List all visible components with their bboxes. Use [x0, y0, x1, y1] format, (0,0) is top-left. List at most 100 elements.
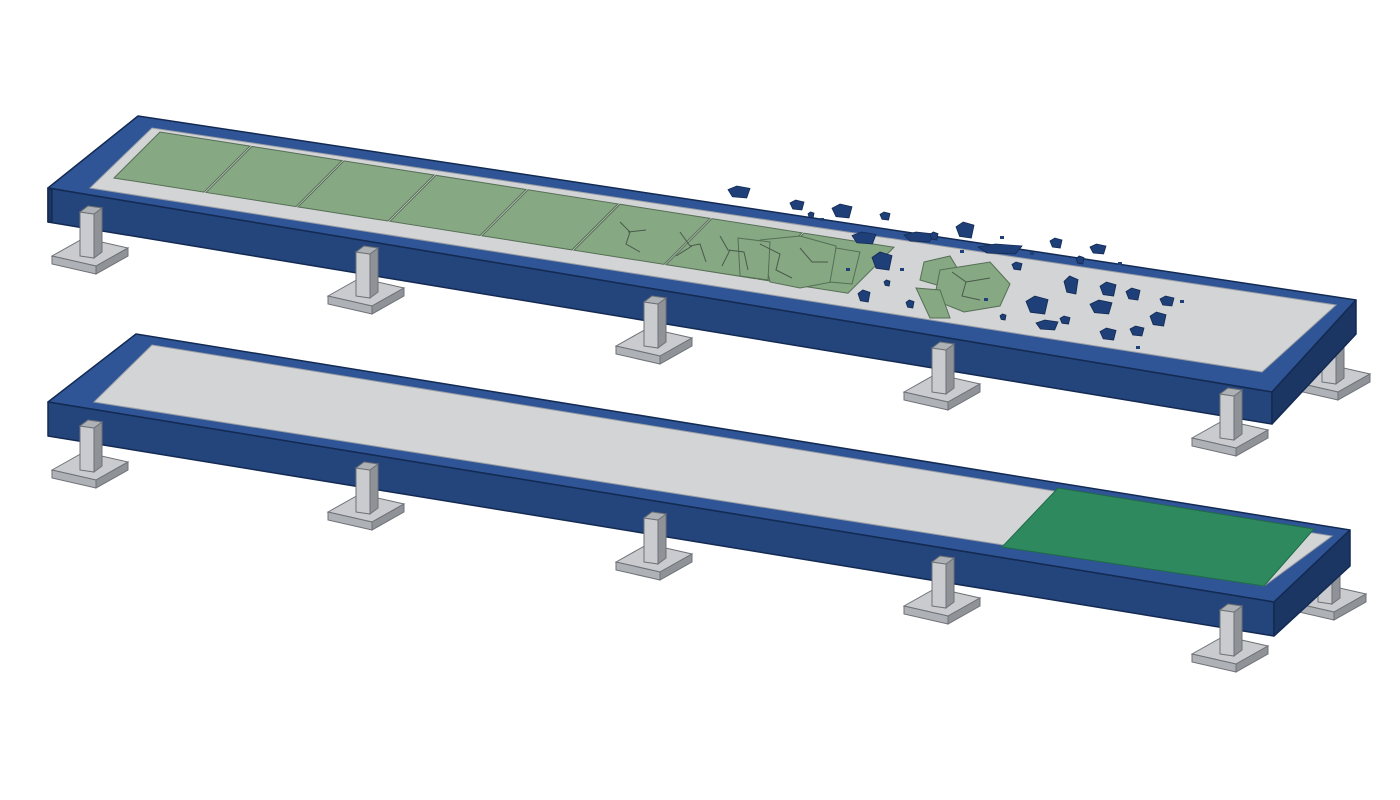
support-post-front [355, 467, 371, 515]
tile-6 [572, 203, 712, 265]
debris-piece-24 [807, 211, 815, 219]
support-base-side [947, 383, 981, 411]
support-base-side [371, 503, 405, 531]
debris-fragments [727, 185, 1184, 349]
crack-4 [675, 245, 693, 257]
support-post-front [1219, 609, 1235, 657]
support-top-1 [50, 205, 130, 275]
tile-strip [112, 131, 1011, 319]
top-channel [47, 115, 1357, 425]
debris-fleck-3 [900, 268, 904, 271]
debris-piece-14 [1125, 287, 1141, 301]
support-post-side [369, 463, 379, 515]
support-post-front [79, 425, 95, 473]
debris-piece-9 [1089, 243, 1107, 255]
debris-piece-19 [1035, 319, 1059, 331]
support-post-front [643, 517, 659, 565]
debris-piece-2 [789, 199, 805, 211]
broken-tile-3 [829, 247, 861, 285]
support-base-side [371, 287, 405, 315]
support-base-side [659, 337, 693, 365]
debris-fleck-6 [960, 250, 964, 253]
support-base-side [1235, 429, 1269, 457]
tile-3 [296, 160, 436, 222]
crack-5 [719, 235, 749, 271]
support-post-side [93, 421, 103, 473]
support-bottom-4 [902, 555, 982, 625]
debris-piece-18 [1149, 311, 1167, 327]
support-post-side [1233, 389, 1243, 441]
support-base-side [947, 597, 981, 625]
top-frame-left-end [47, 187, 53, 223]
support-post-top [642, 511, 668, 521]
support-bottom-3 [614, 511, 694, 581]
support-post-front [79, 211, 95, 259]
front-support-row [50, 205, 1270, 673]
debris-piece-27 [1011, 261, 1023, 271]
tile-1 [112, 131, 252, 193]
debris-piece-16 [1025, 295, 1049, 315]
support-post-front [1219, 393, 1235, 441]
support-post-side [657, 297, 667, 349]
crack-10 [965, 277, 991, 283]
debris-fleck-2 [846, 268, 850, 271]
support-post-top [78, 419, 104, 429]
support-top-5 [1190, 387, 1270, 457]
debris-piece-11 [871, 251, 893, 271]
debris-fleck-7 [1118, 262, 1122, 265]
debris-piece-20 [1099, 327, 1117, 341]
support-base-side [1235, 645, 1269, 673]
support-post-front [931, 347, 947, 395]
support-post-side [945, 343, 955, 395]
crack-3 [679, 231, 707, 263]
support-base-side [1333, 593, 1367, 621]
crack-8 [799, 247, 828, 263]
broken-tile-2 [737, 237, 771, 281]
debris-fleck-9 [1136, 346, 1140, 349]
debris-piece-25 [883, 279, 891, 287]
debris-piece-12 [1063, 275, 1079, 295]
debris-piece-7 [955, 221, 975, 239]
debris-piece-28 [1075, 255, 1085, 265]
debris-fleck-10 [984, 298, 988, 301]
support-post-top [930, 341, 956, 351]
bottom-frame-end [1273, 529, 1351, 637]
support-post-side [945, 557, 955, 609]
support-post-top [642, 295, 668, 305]
crack-2 [627, 229, 647, 233]
support-post-side [93, 207, 103, 259]
support-post-side [657, 513, 667, 565]
debris-piece-26 [905, 299, 915, 309]
crack-6 [721, 249, 731, 267]
support-base-side [95, 461, 129, 489]
top-frame-end [1271, 299, 1357, 425]
support-top-2 [326, 245, 406, 315]
tile-4 [388, 174, 528, 236]
bottom-green-panel [1000, 487, 1315, 587]
debris-fleck-4 [1000, 236, 1004, 239]
crack-lines [619, 221, 991, 301]
support-base-side [1337, 373, 1371, 401]
debris-piece-23 [929, 231, 939, 241]
debris-piece-17 [1089, 299, 1113, 315]
crack-1 [619, 221, 641, 253]
debris-piece-1 [727, 185, 751, 199]
support-post-side [1233, 605, 1243, 657]
crack-7 [759, 243, 793, 279]
support-bottom-2 [326, 461, 406, 531]
debris-piece-13 [1099, 281, 1117, 297]
crack-9 [951, 271, 981, 301]
support-top-4 [902, 341, 982, 411]
debris-piece-30 [1059, 315, 1071, 325]
debris-piece-29 [999, 313, 1007, 321]
debris-piece-8 [1049, 237, 1063, 249]
support-bottom-5 [1190, 603, 1270, 673]
support-post-top [1218, 387, 1244, 397]
tile-5 [480, 189, 620, 251]
support-post-front [643, 301, 659, 349]
debris-piece-22 [857, 289, 871, 303]
debris-piece-3 [831, 203, 853, 219]
support-base-side [659, 553, 693, 581]
support-post-top [354, 461, 380, 471]
